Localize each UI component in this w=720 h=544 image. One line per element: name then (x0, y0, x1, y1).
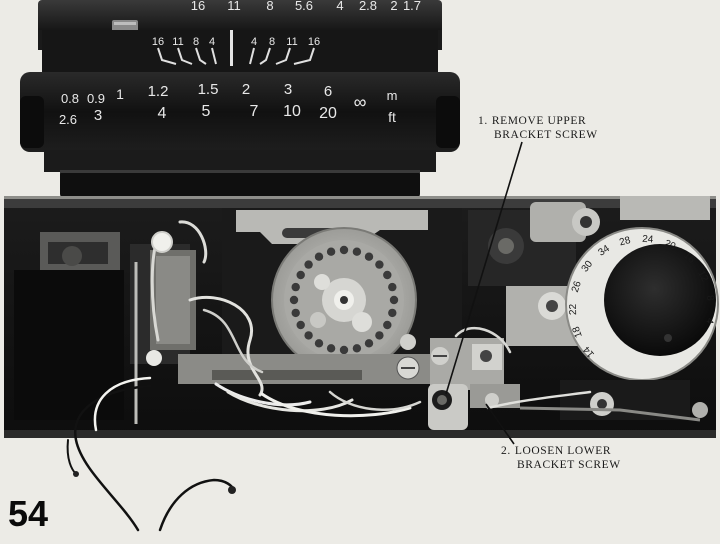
distance-feet-value: 2.6 (59, 112, 77, 127)
dof-mark-right: 8 (269, 36, 275, 48)
dial-hole (364, 252, 374, 261)
dial-hole (339, 345, 349, 355)
dof-mark-right: 11 (286, 36, 297, 48)
caption-line: LOOSEN LOWER (514, 445, 612, 457)
distance-feet-value: 4 (158, 105, 167, 122)
pointer-line-lower (485, 403, 515, 445)
caption-remove-upper-bracket-screw: 1.REMOVE UPPER BRACKET SCREW (478, 114, 598, 142)
dof-mark-left: 8 (193, 36, 199, 48)
distance-scale-meters: 0.8 0.9 1 1.2 1.5 2 3 6 ∞ m (61, 81, 397, 112)
dial-hole (383, 320, 392, 330)
shutter-speed-value: 12 (695, 269, 710, 284)
aperture-value: 16 (191, 0, 205, 13)
dial-hole (326, 344, 336, 353)
distance-scale-feet: 2.6 3 4 5 7 10 20 ft (59, 103, 396, 127)
shutter-speed-value: 26 (570, 279, 584, 293)
dial-hole (291, 282, 300, 292)
caption-step-number: 2. (501, 445, 511, 457)
distance-meter-value: 1.2 (148, 83, 169, 100)
caption-line: REMOVE UPPER (491, 115, 587, 127)
aperture-value: 5.6 (295, 0, 313, 13)
distance-meter-value: 1.5 (198, 81, 219, 98)
caption-line: BRACKET SCREW (494, 129, 598, 141)
shutter-speed-value: 4 (703, 317, 715, 325)
pointer-line-upper (445, 141, 523, 395)
aperture-value: 2 (390, 0, 397, 13)
aperture-scale: 16 11 8 5.6 4 2.8 2 1.7 (191, 0, 421, 13)
dial-hole (375, 331, 384, 340)
distance-feet-value: 3 (94, 107, 102, 124)
dial-hole (296, 320, 305, 330)
aperture-value: 4 (336, 0, 343, 13)
dial-hole (364, 339, 374, 348)
hanging-wires (66, 376, 236, 532)
shutter-speed-value: 28 (618, 235, 632, 249)
dial-hole (352, 247, 362, 256)
caption-loosen-lower-bracket-screw: 2.LOOSEN LOWER BRACKET SCREW (501, 444, 621, 472)
dial-hole (291, 308, 300, 318)
distance-feet-value: 5 (202, 103, 211, 120)
dof-mark-right: 16 (308, 36, 320, 48)
dial-hole (389, 295, 399, 305)
distance-feet-value: 7 (250, 103, 259, 120)
aperture-value: 1.7 (403, 0, 421, 13)
distance-meter-value: 0.9 (87, 91, 105, 106)
distance-meter-value: ∞ (354, 92, 367, 112)
distance-meter-value: 2 (242, 81, 250, 98)
dial-hole (296, 270, 305, 280)
dial-hole (314, 339, 324, 348)
shutter-speed-value: 18 (571, 324, 585, 339)
dial-hole (383, 270, 392, 280)
dial-hole (352, 344, 362, 353)
page-number: 54 (8, 493, 49, 534)
dial-hole (388, 308, 397, 318)
distance-meter-value: 0.8 (61, 91, 79, 106)
dial-hole (314, 252, 324, 261)
distance-feet-value: ft (388, 109, 396, 125)
shutter-speed-value: 8 (704, 294, 716, 302)
dof-mark-left: 4 (209, 36, 215, 48)
dof-mark-left: 16 (152, 36, 164, 48)
caption-line: BRACKET SCREW (517, 459, 621, 471)
dial-hole (289, 295, 299, 305)
distance-meter-value: m (387, 88, 398, 103)
dof-mark-right: 4 (251, 36, 257, 48)
shutter-speed-value: 22 (568, 303, 579, 315)
aperture-value: 2.8 (359, 0, 377, 13)
dial-hole (388, 282, 397, 292)
dial-hole (375, 260, 384, 269)
dial-hole (304, 260, 313, 269)
dof-mark-left: 11 (172, 36, 183, 48)
caption-step-number: 1. (478, 115, 488, 127)
shutter-speed-value: 24 (642, 234, 654, 246)
distance-feet-value: 20 (319, 105, 337, 122)
shutter-speed-value: 20 (662, 238, 677, 253)
dial-hole (339, 245, 349, 255)
lens-barrel (20, 0, 460, 198)
dial-hole (304, 331, 313, 340)
distance-meter-value: 1 (116, 86, 124, 102)
distance-meter-value: 6 (324, 83, 332, 100)
aperture-value: 11 (227, 0, 241, 13)
distance-feet-value: 10 (283, 103, 301, 120)
dial-hole (326, 247, 336, 256)
distance-meter-value: 3 (284, 81, 292, 98)
aperture-value: 8 (266, 0, 273, 13)
